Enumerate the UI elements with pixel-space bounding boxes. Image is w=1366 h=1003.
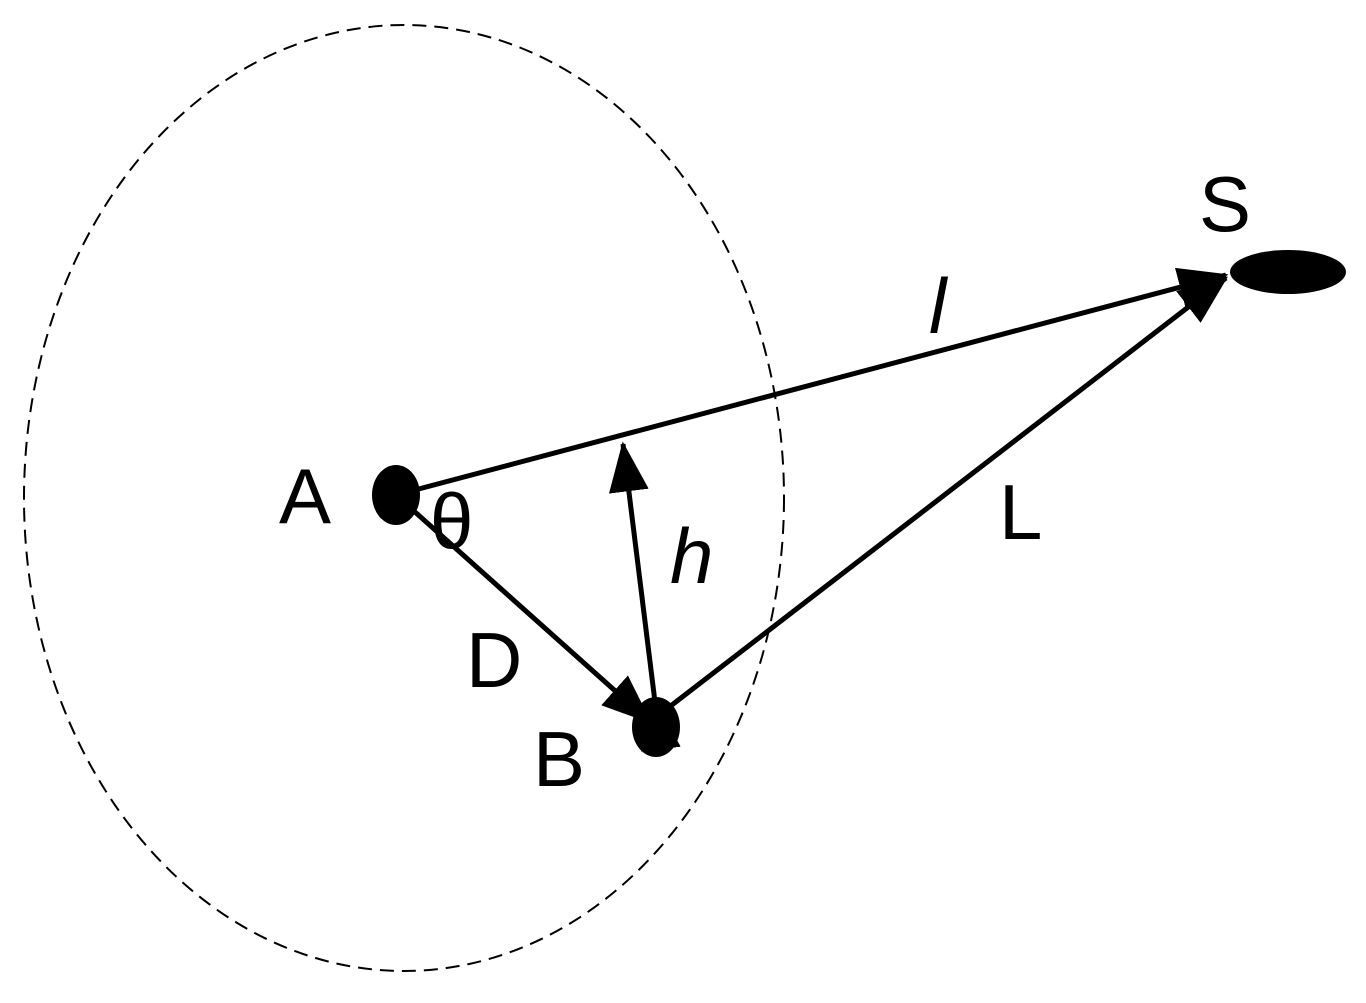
height-h-arrow [608, 441, 681, 752]
node-s [1230, 250, 1346, 294]
label-theta: θ [430, 477, 473, 565]
dashed-range-circle [23, 24, 785, 972]
label-a: A [279, 452, 331, 540]
label-d: D [466, 616, 522, 704]
label-h: h [670, 512, 713, 600]
segment-d-a-to-b [394, 493, 652, 724]
node-b [632, 697, 680, 757]
label-lowercase-l: l [929, 262, 949, 350]
segment-l-b-to-s [653, 276, 1228, 720]
segment-l-a-to-s [395, 267, 1229, 498]
label-s: S [1199, 160, 1251, 248]
label-capital-l: L [999, 468, 1042, 556]
label-b: B [533, 715, 585, 803]
node-a [372, 465, 420, 525]
